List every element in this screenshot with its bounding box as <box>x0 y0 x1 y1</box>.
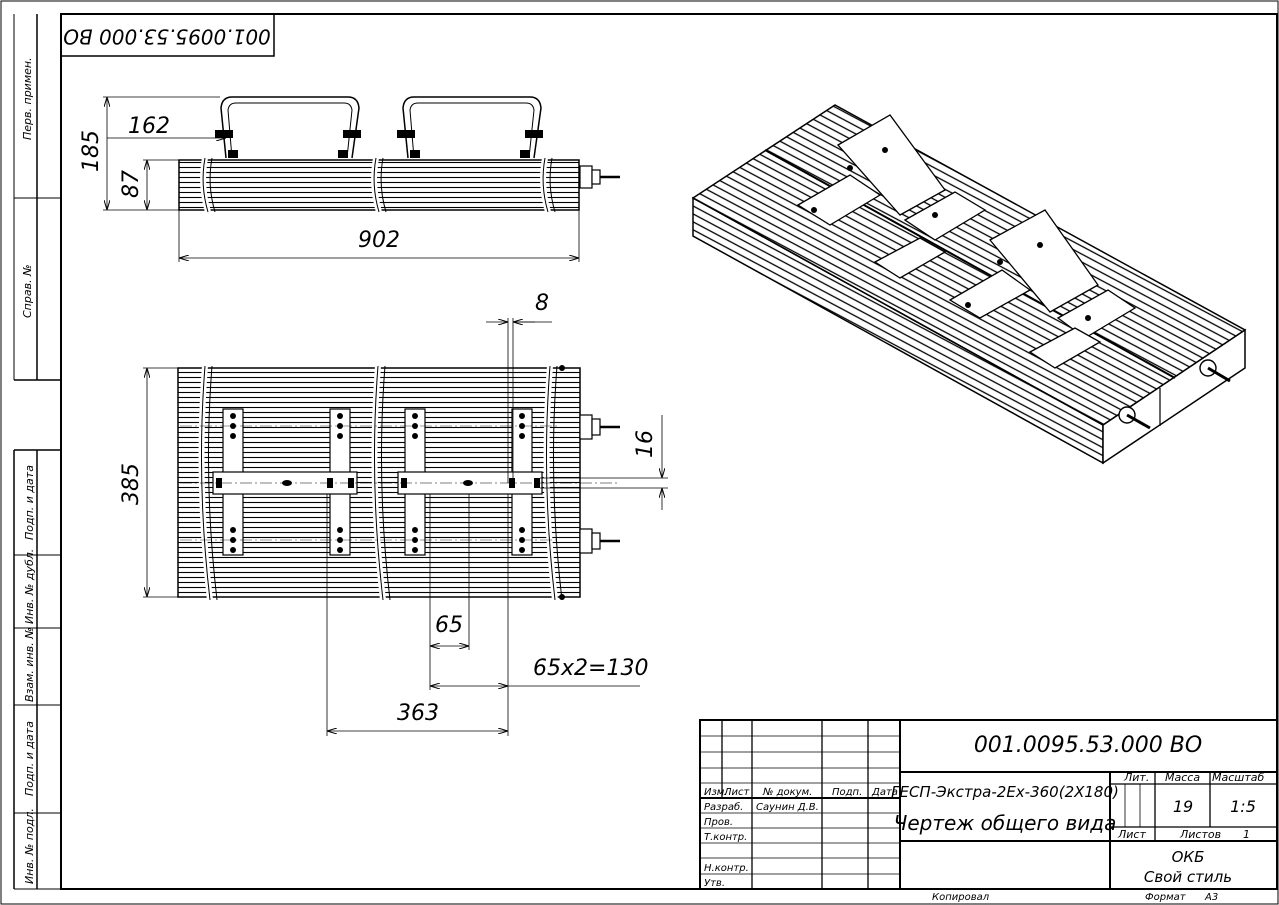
listov-value: 1 <box>1243 828 1250 841</box>
dim-902: 902 <box>358 228 400 253</box>
dim-87: 87 <box>119 170 144 198</box>
side-label-podp-data-2: Подп. и дата <box>23 721 36 796</box>
title-block <box>699 719 1278 890</box>
dim-363: 363 <box>397 701 439 726</box>
footer-format-label: Формат <box>1145 892 1187 903</box>
listov-label: Листов <box>1179 828 1221 841</box>
org-line1: ОКБ <box>1172 848 1205 866</box>
side-label-inv-podl: Инв. № подл. <box>23 808 36 884</box>
dim-8: 8 <box>535 291 549 316</box>
list-label: Лист <box>1117 828 1146 841</box>
doc-code-rotated: 001.0095.53.000 ВО <box>63 25 271 49</box>
top-view <box>177 365 620 601</box>
dim-16: 16 <box>633 430 658 458</box>
dim-385: 385 <box>119 463 144 505</box>
side-label-inv-dubl: Инв. № дубл. <box>23 549 36 624</box>
massa-label: Масса <box>1165 771 1200 784</box>
col-podp: Подп. <box>832 787 862 798</box>
front-bracket-2 <box>402 96 542 159</box>
doc-code-box <box>60 13 275 57</box>
col-data: Дата <box>871 787 898 798</box>
dim-65: 65 <box>435 613 463 638</box>
title-designation: 001.0095.53.000 ВО <box>974 733 1202 758</box>
footer-kopiroval: Копировал <box>932 892 990 903</box>
masshtab-value: 1:5 <box>1230 797 1256 816</box>
side-label-sprav-no: Справ. № <box>21 264 34 318</box>
footer-format-value: А3 <box>1204 892 1218 903</box>
top-dimensions <box>143 318 668 736</box>
isometric-view <box>691 104 1247 465</box>
inner-frame <box>60 13 1278 890</box>
title-name-line1: ГЕСП-Экстра-2Ех-360(2Х180) <box>891 783 1119 801</box>
side-label-podp-data-1: Подп. и дата <box>23 465 36 540</box>
row-tkontr: Т.контр. <box>704 832 747 843</box>
dim-162: 162 <box>128 114 170 139</box>
front-dimensions <box>103 96 580 262</box>
org-line2: Свой стиль <box>1144 868 1232 886</box>
col-list: Лист <box>723 787 751 798</box>
lit-label: Лит. <box>1123 771 1149 784</box>
masshtab-label: Масштаб <box>1212 771 1264 784</box>
row-prov: Пров. <box>704 817 733 828</box>
row-razrab: Разраб. <box>704 801 743 813</box>
front-view <box>178 96 620 213</box>
title-name-line2: Чертеж общего вида <box>894 811 1117 835</box>
dim-185: 185 <box>79 130 104 172</box>
row-utv: Утв. <box>704 878 725 889</box>
massa-value: 19 <box>1173 797 1193 816</box>
razrab-name: Саунин Д.В. <box>756 802 819 813</box>
col-ndok: № докум. <box>762 787 812 798</box>
side-label-vzam-inv: Взам. инв. № <box>23 627 36 702</box>
side-strip <box>13 14 61 890</box>
front-bracket-1 <box>220 96 360 159</box>
side-label-perv-primen: Перв. примен. <box>21 57 34 140</box>
dim-65x2: 65х2=130 <box>533 656 648 681</box>
col-izm: Изм. <box>704 787 728 798</box>
row-nkontr: Н.контр. <box>704 863 749 874</box>
